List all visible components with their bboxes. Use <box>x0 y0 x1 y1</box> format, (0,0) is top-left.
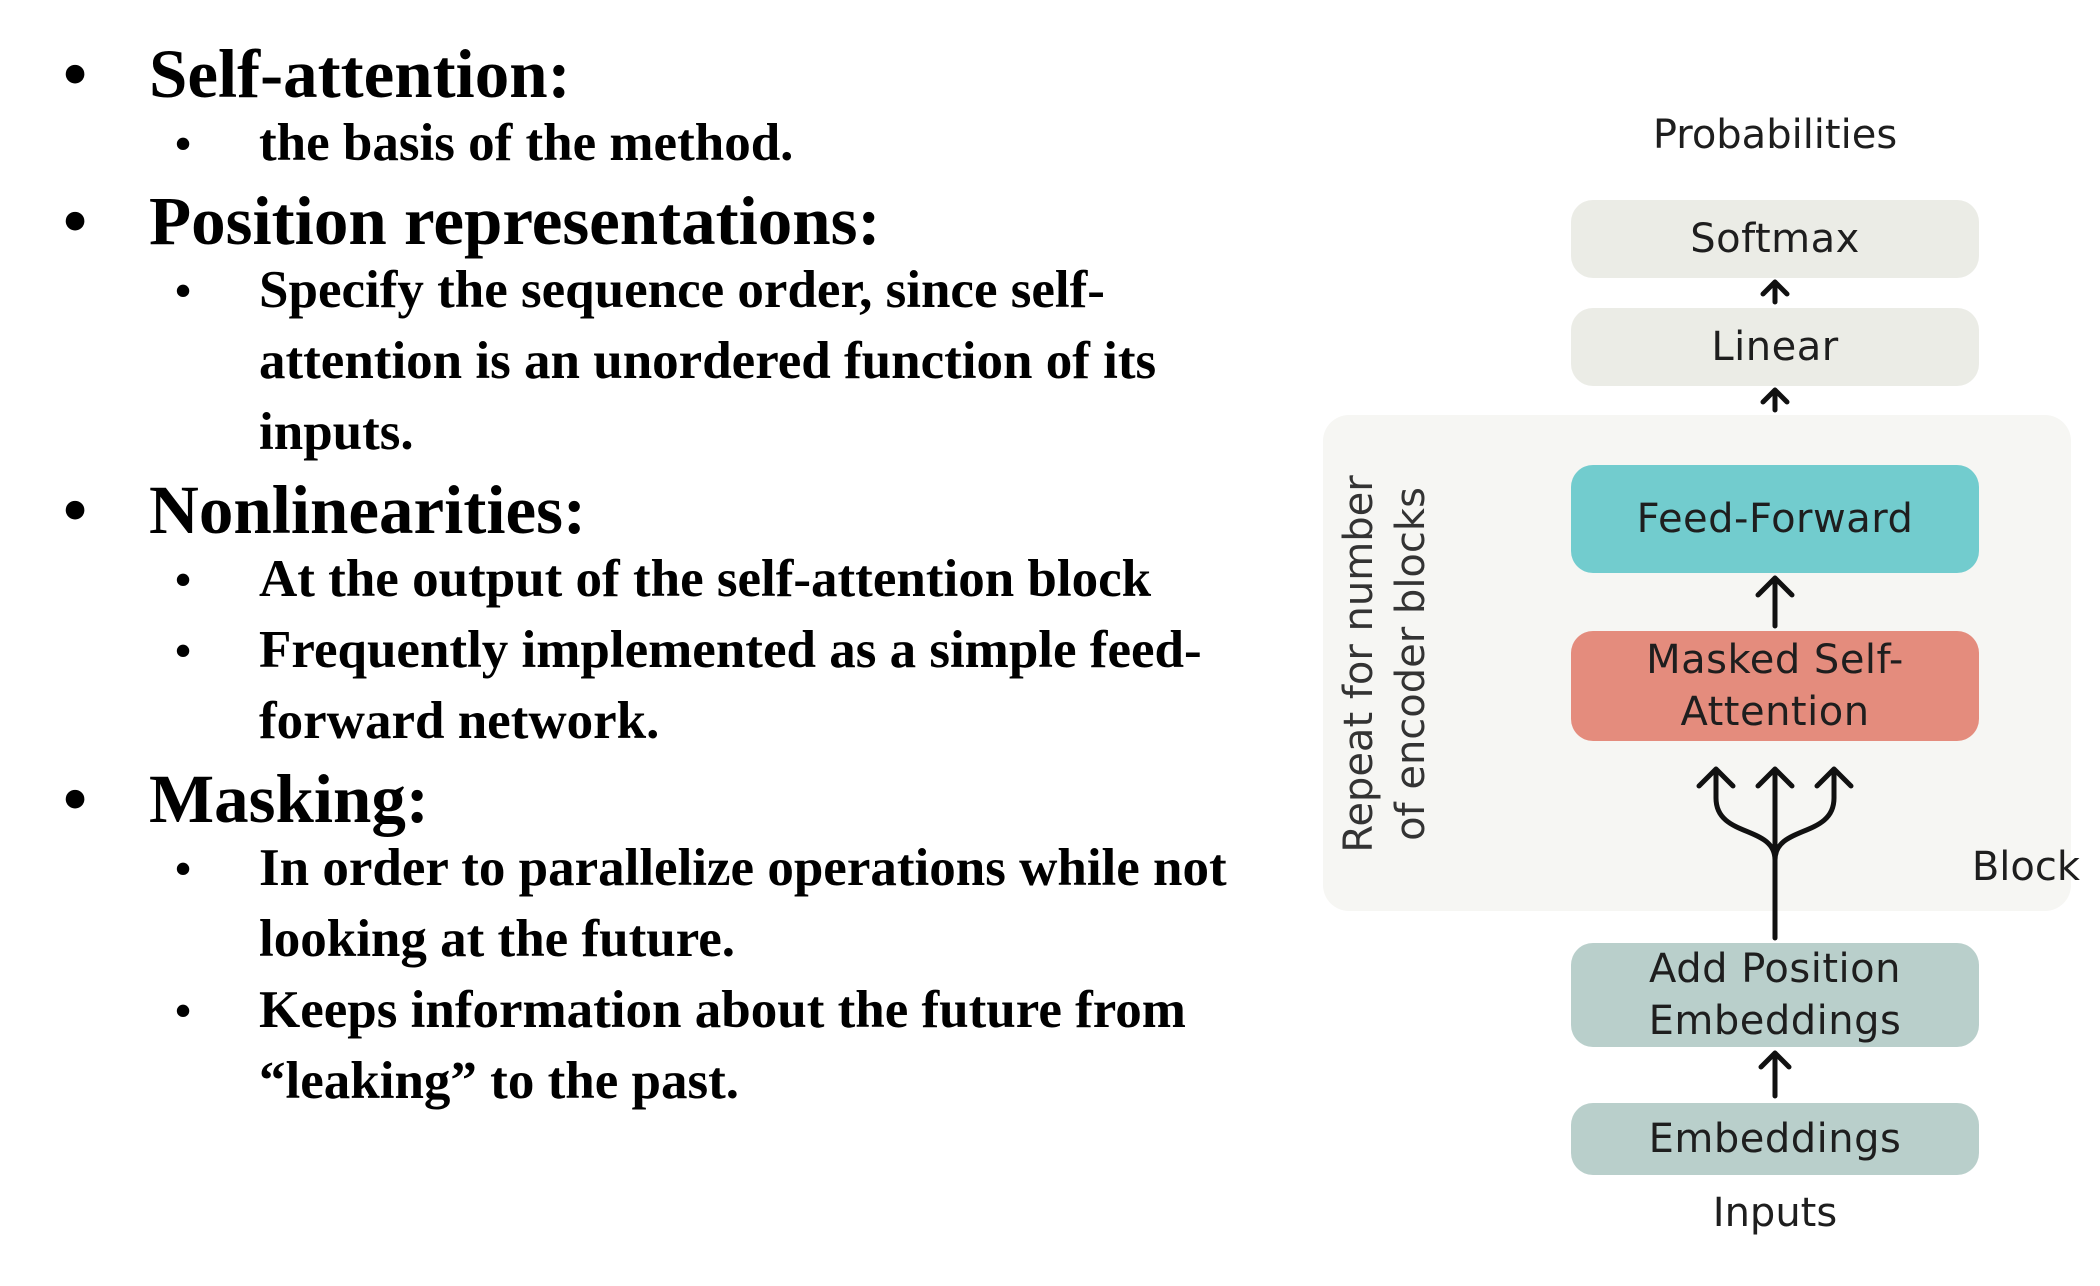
masked-self-attention-label: Masked Self- Attention <box>1646 637 1904 735</box>
bullet-heading: Self-attention: <box>149 36 571 112</box>
sub-bullet: In order to parallelize operations while… <box>149 833 1280 975</box>
sub-bullet: Keeps information about the future from … <box>149 975 1280 1117</box>
sub-bullet: Frequently implemented as a simple feed-… <box>149 615 1280 757</box>
sub-list: Specify the sequence order, since self-a… <box>149 255 1280 468</box>
sub-bullet: Specify the sequence order, since self-a… <box>149 255 1280 468</box>
bullet-position-representations: Position representations: Specify the se… <box>60 181 1280 468</box>
feed-forward-box: Feed-Forward <box>1571 465 1979 573</box>
linear-label: Linear <box>1711 324 1839 370</box>
embeddings-label: Embeddings <box>1648 1116 1902 1162</box>
flow-arrows <box>1696 279 1854 1099</box>
add-position-embeddings-label: Add Position Embeddings <box>1648 946 1902 1044</box>
bullet-nonlinearities: Nonlinearities: At the output of the sel… <box>60 470 1280 757</box>
add-position-embeddings-box: Add Position Embeddings <box>1571 943 1979 1047</box>
softmax-label: Softmax <box>1690 216 1860 262</box>
fork-arrow-icon <box>1696 766 1854 941</box>
softmax-box: Softmax <box>1571 200 1979 278</box>
inputs-label: Inputs <box>1712 1190 1838 1236</box>
embeddings-box: Embeddings <box>1571 1103 1979 1175</box>
sub-list: At the output of the self-attention bloc… <box>149 544 1280 757</box>
sub-bullet: At the output of the self-attention bloc… <box>149 544 1280 615</box>
decoder-diagram: Probabilities Softmax Linear Feed-Forwar… <box>1300 90 2100 1260</box>
arrow-up-icon <box>1760 279 1790 305</box>
bullet-heading: Nonlinearities: <box>149 472 586 548</box>
block-label: Block <box>1971 844 2080 890</box>
arrow-up-icon <box>1755 575 1795 629</box>
arrow-up-icon <box>1758 1050 1792 1099</box>
bullet-list: Self-attention: the basis of the method.… <box>60 34 1280 1119</box>
bullet-masking: Masking: In order to parallelize operati… <box>60 759 1280 1117</box>
masked-self-attention-box: Masked Self- Attention <box>1571 631 1979 741</box>
feed-forward-label: Feed-Forward <box>1636 496 1914 542</box>
bullet-heading: Masking: <box>149 761 429 837</box>
bullet-self-attention: Self-attention: the basis of the method. <box>60 34 1280 179</box>
bullet-heading: Position representations: <box>149 183 881 259</box>
arrow-up-icon <box>1760 387 1790 413</box>
probabilities-label: Probabilities <box>1652 112 1898 158</box>
sub-list: the basis of the method. <box>149 108 1280 179</box>
sub-list: In order to parallelize operations while… <box>149 833 1280 1117</box>
linear-box: Linear <box>1571 308 1979 386</box>
sub-bullet: the basis of the method. <box>149 108 1280 179</box>
